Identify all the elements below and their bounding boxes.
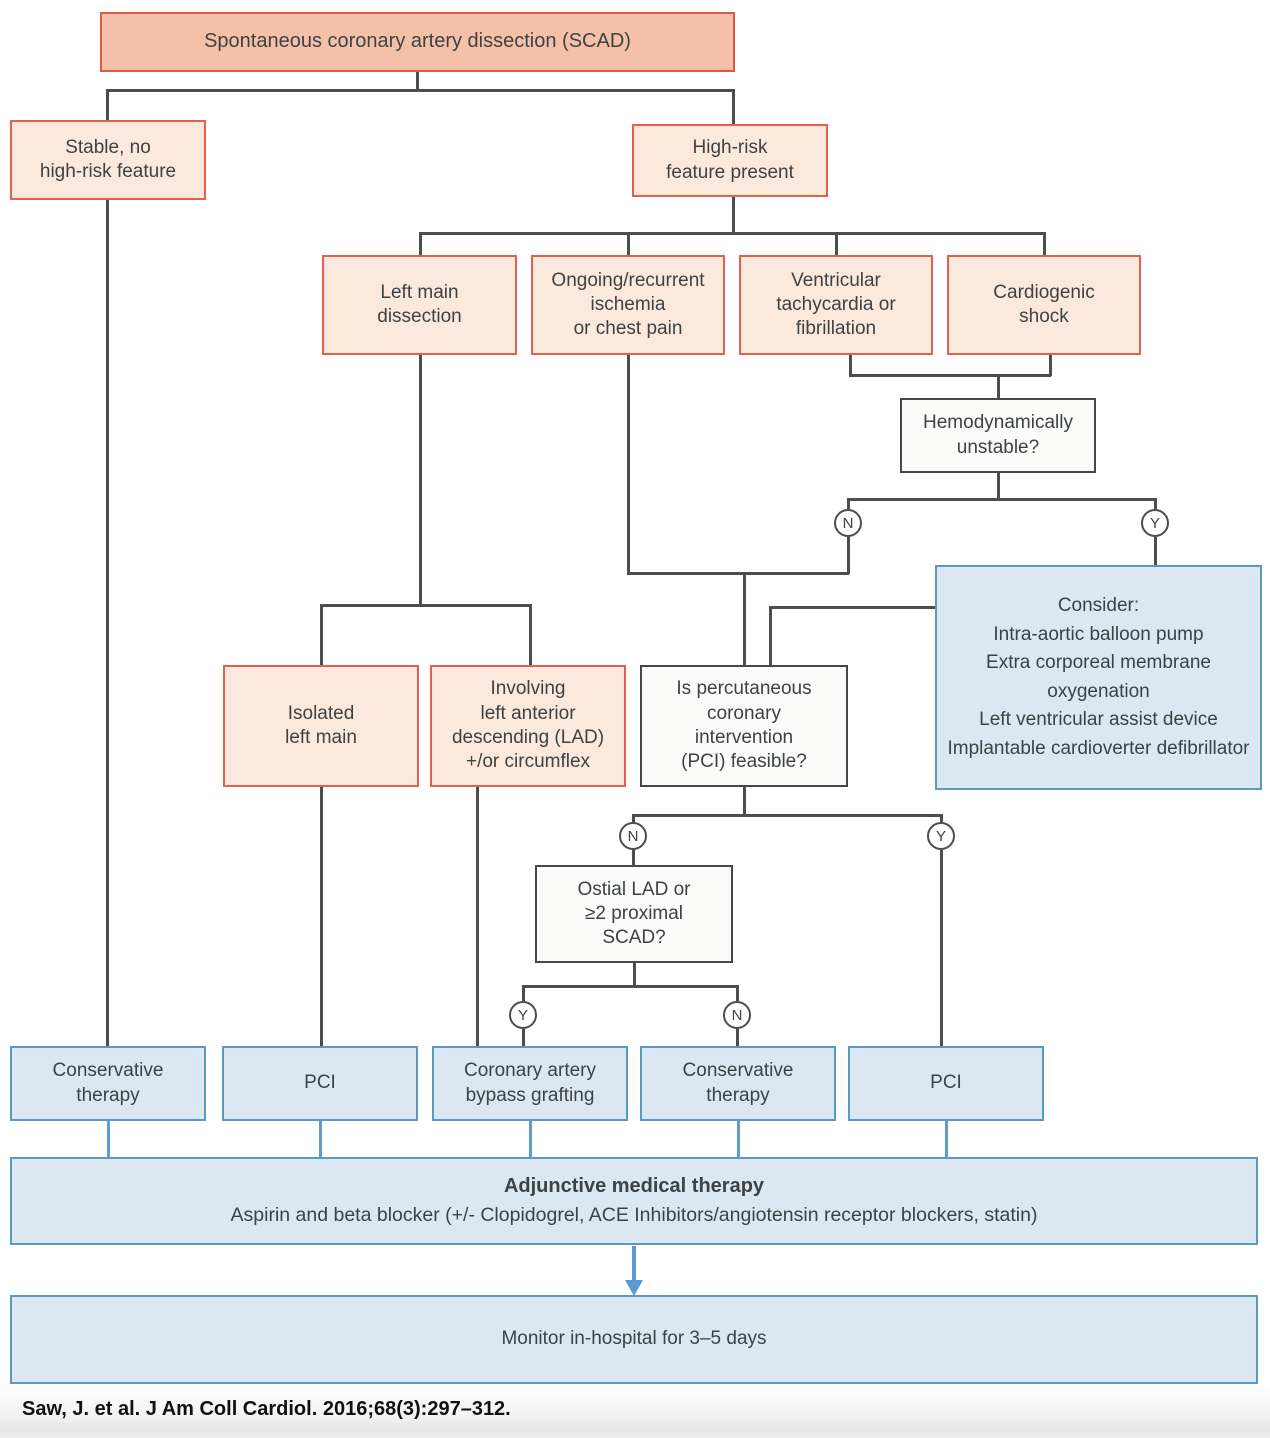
connector-line	[1043, 232, 1046, 255]
connector-line	[849, 374, 1051, 377]
connector-line	[106, 89, 109, 122]
connector-line	[997, 473, 1000, 500]
connector-line	[522, 985, 738, 988]
node-hemodynamically-unstable: Hemodynamically unstable?	[900, 398, 1096, 473]
connector-line	[419, 232, 1046, 235]
connector-line	[627, 572, 849, 575]
node-ongoing-ischemia: Ongoing/recurrent ischemia or chest pain	[531, 255, 725, 355]
node-ostial-lad: Ostial LAD or ≥2 proximal SCAD?	[535, 865, 733, 963]
node-scad-title: Spontaneous coronary artery dissection (…	[100, 12, 735, 72]
connector-line	[847, 537, 850, 574]
connector-line	[1049, 355, 1052, 376]
connector-line	[847, 498, 850, 509]
decision-circle-no: N	[834, 509, 862, 537]
node-conservative-therapy-2: Conservative therapy	[640, 1046, 836, 1121]
page-bottom-strip	[0, 1384, 1270, 1438]
connector-line	[743, 572, 746, 665]
connector-line-blue	[319, 1121, 322, 1158]
node-stable: Stable, no high-risk feature	[10, 120, 206, 200]
connector-line	[416, 72, 419, 90]
connector-line	[632, 814, 635, 822]
node-high-risk: High-risk feature present	[632, 124, 828, 197]
connector-line	[632, 814, 942, 817]
connector-line	[419, 355, 422, 606]
connector-line	[1154, 498, 1157, 509]
connector-line	[632, 850, 635, 865]
adjunctive-subtitle: Aspirin and beta blocker (+/- Clopidogre…	[230, 1204, 1038, 1227]
node-left-main-dissection: Left main dissection	[322, 255, 517, 355]
connector-line	[849, 355, 852, 376]
node-pci-2: PCI	[848, 1046, 1044, 1121]
node-consider-devices: Consider: Intra-aortic balloon pump Extr…	[935, 565, 1262, 790]
connector-line	[522, 1029, 525, 1046]
connector-line-blue	[529, 1121, 532, 1158]
connector-line	[1154, 537, 1157, 565]
decision-circle-no: N	[723, 1001, 751, 1029]
connector-line	[743, 787, 746, 816]
connector-line	[732, 197, 735, 234]
node-monitor-in-hospital: Monitor in-hospital for 3–5 days	[10, 1295, 1258, 1384]
connector-line	[769, 606, 772, 665]
connector-line	[847, 498, 1156, 501]
connector-line	[522, 985, 525, 1001]
adjunctive-title: Adjunctive medical therapy	[503, 1174, 765, 1197]
node-pci-feasible: Is percutaneous coronary intervention (P…	[640, 665, 848, 787]
node-pci-1: PCI	[222, 1046, 418, 1121]
connector-line	[627, 232, 630, 255]
decision-circle-no: N	[619, 822, 647, 850]
connector-line	[835, 232, 838, 255]
connector-line	[736, 985, 739, 1001]
decision-circle-yes: Y	[1141, 509, 1169, 537]
connector-line	[940, 814, 943, 822]
node-involving-lad: Involving left anterior descending (LAD)…	[430, 665, 626, 787]
connector-line	[736, 1029, 739, 1046]
decision-circle-yes: Y	[509, 1001, 537, 1029]
connector-line	[769, 606, 936, 609]
connector-line-blue	[945, 1121, 948, 1158]
connector-line	[106, 89, 734, 92]
connector-line	[320, 787, 323, 1046]
citation-text: Saw, J. et al. J Am Coll Cardiol. 2016;6…	[22, 1398, 511, 1420]
connector-line	[320, 604, 530, 607]
connector-line	[320, 604, 323, 665]
decision-circle-yes: Y	[927, 822, 955, 850]
node-ventricular-tachycardia: Ventricular tachycardia or fibrillation	[739, 255, 933, 355]
connector-line	[940, 850, 943, 1046]
connector-line	[529, 604, 532, 665]
node-isolated-left-main: Isolated left main	[223, 665, 419, 787]
connector-line	[476, 787, 479, 1046]
node-adjunctive-medical-therapy: Adjunctive medical therapy Aspirin and b…	[10, 1157, 1258, 1245]
connector-line	[633, 963, 636, 987]
arrow-line	[632, 1246, 636, 1282]
connector-line-blue	[107, 1121, 110, 1158]
connector-line	[732, 89, 735, 126]
node-conservative-therapy-1: Conservative therapy	[10, 1046, 206, 1121]
connector-line	[627, 355, 630, 574]
node-cardiogenic-shock: Cardiogenic shock	[947, 255, 1141, 355]
connector-line	[419, 232, 422, 255]
connector-line-blue	[737, 1121, 740, 1158]
connector-line	[106, 200, 109, 1046]
node-cabg: Coronary artery bypass grafting	[432, 1046, 628, 1121]
connector-line	[997, 374, 1000, 398]
arrow-down-icon	[625, 1280, 643, 1296]
